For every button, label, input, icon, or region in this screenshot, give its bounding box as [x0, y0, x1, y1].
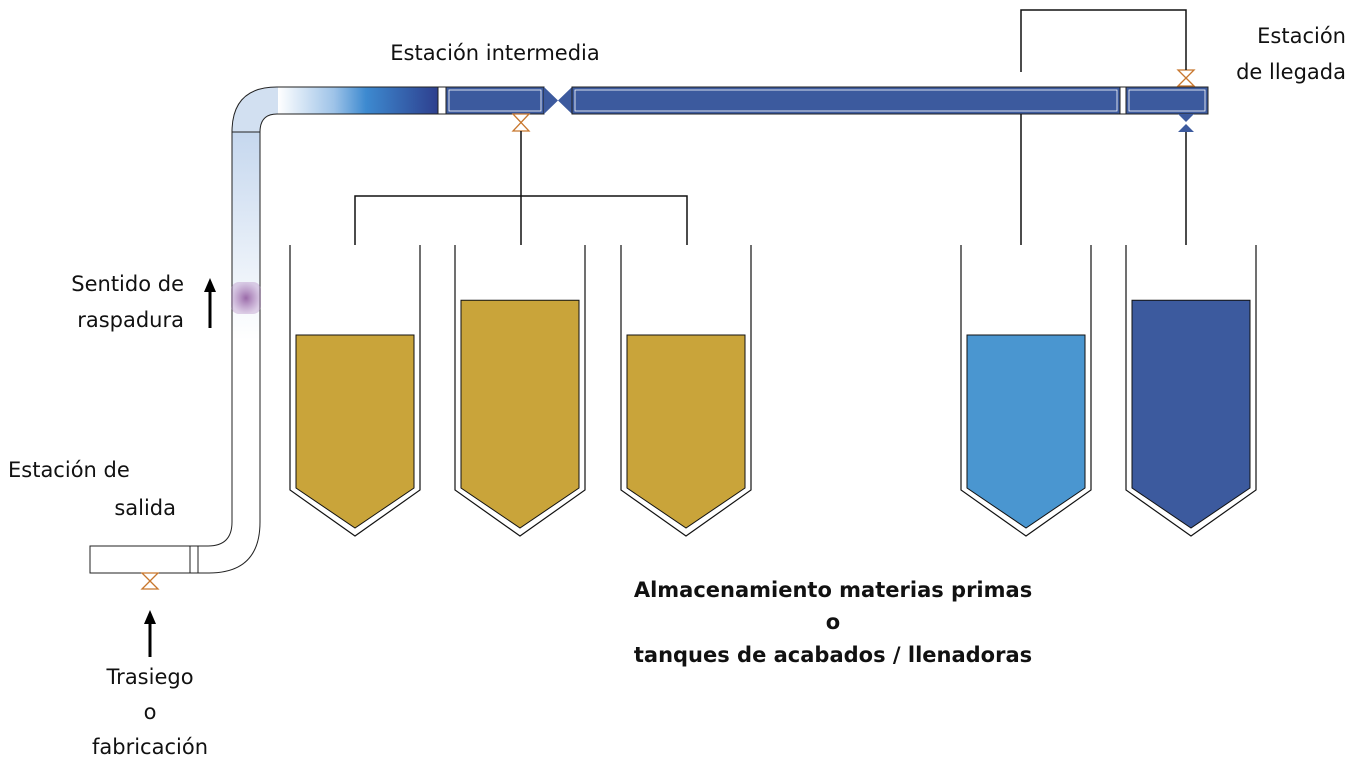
riser-pipe — [232, 130, 260, 512]
arrow-up-icon — [144, 610, 156, 657]
storage-tank — [960, 245, 1092, 537]
tank-liquid — [1131, 299, 1251, 529]
storage-label-line1: Almacenamiento materias primas — [634, 578, 1032, 602]
check-valve-icon — [1178, 114, 1194, 132]
arrival-station-label-line1: Estación — [1257, 24, 1346, 48]
pipeline — [89, 86, 1209, 574]
storage-tank — [289, 245, 421, 537]
source-label-line1: Trasiego — [105, 665, 193, 689]
departure-station-label-line1: Estación de — [8, 458, 130, 482]
storage-tank — [1125, 245, 1257, 537]
scraping-direction-label-line2: raspadura — [77, 308, 184, 332]
connection-lines — [354, 9, 1187, 245]
tank-liquid — [626, 334, 746, 529]
valve-icon — [140, 572, 160, 590]
pipe-flange — [437, 86, 447, 115]
departure-station-label-line2: salida — [114, 496, 176, 520]
valve-icon — [511, 113, 531, 132]
source-label-line2: o — [144, 700, 157, 724]
storage-tank — [454, 245, 586, 537]
arrow-up-icon — [204, 278, 216, 328]
valve-icon — [1176, 69, 1196, 87]
pig-icon — [231, 282, 261, 314]
tank-liquid — [966, 334, 1086, 529]
storage-label-line2: o — [826, 610, 840, 634]
gradient-pipe — [278, 87, 438, 114]
storage-tank — [620, 245, 752, 537]
separation-valve-icon — [544, 87, 572, 114]
tank-liquid — [460, 299, 580, 529]
scraping-direction-label-line1: Sentido de — [71, 272, 184, 296]
tanks-group — [289, 245, 1257, 537]
pipe-elbow-bottom — [197, 509, 261, 574]
tank-liquid — [295, 334, 415, 529]
source-label-line3: fabricación — [92, 735, 208, 759]
pipe-flange — [1119, 86, 1127, 115]
pipe-flange — [189, 545, 199, 574]
arrival-station-label-line2: de llegada — [1236, 60, 1346, 84]
departure-pipe — [89, 545, 191, 574]
intermediate-station-label: Estación intermedia — [390, 41, 600, 65]
storage-label-line3: tanques de acabados / llenadoras — [634, 643, 1032, 667]
